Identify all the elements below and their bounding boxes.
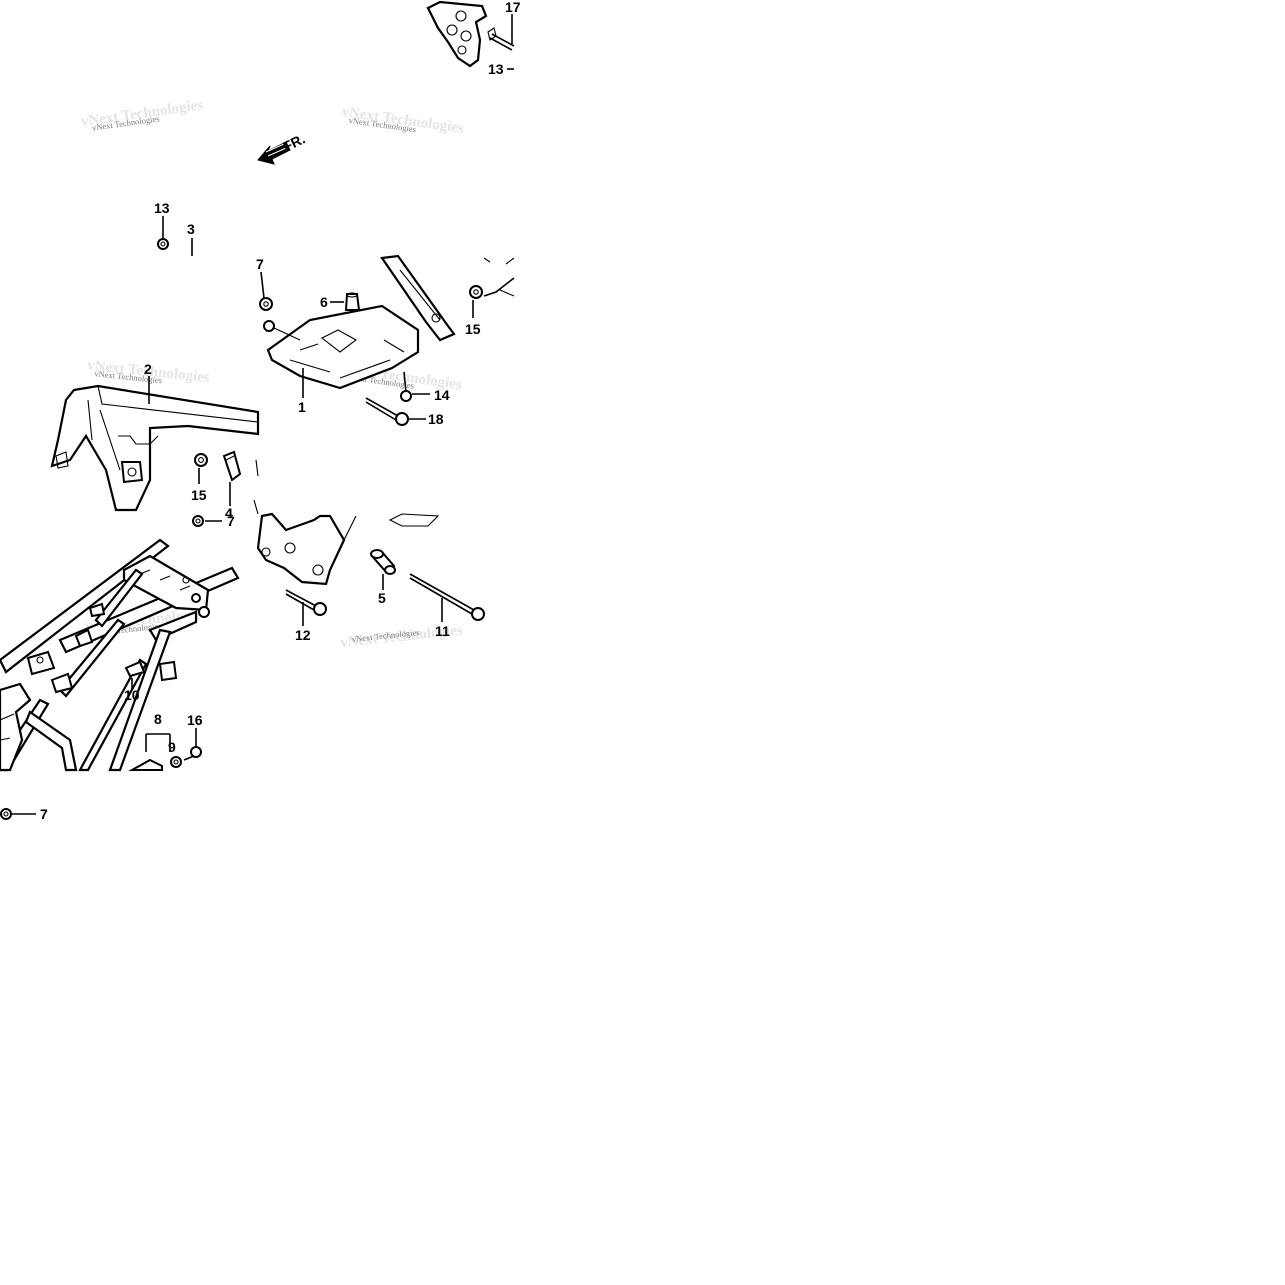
callout-8: 8 — [154, 711, 162, 727]
callout-15-lower: 15 — [191, 487, 207, 503]
pivot-bracket — [256, 512, 440, 586]
collar-6 — [330, 292, 361, 311]
bolt-18 — [365, 397, 426, 426]
nut-7-middle — [192, 515, 222, 527]
rubber-10 — [124, 660, 146, 690]
callout-17: 17 — [505, 0, 521, 15]
callout-1: 1 — [298, 399, 306, 415]
callout-12: 12 — [295, 627, 311, 643]
callout-3: 3 — [187, 221, 195, 237]
bracket-8-9 — [145, 733, 182, 768]
upper-engine-bracket — [426, 0, 515, 68]
pivot-collar-5 — [370, 549, 396, 590]
watermark-1: vNext Technologies vNext Technologies — [80, 97, 204, 133]
nut-7-lower — [0, 808, 36, 820]
edge-fragment — [253, 459, 259, 515]
skid-plate — [266, 304, 420, 390]
callout-9: 9 — [168, 739, 176, 755]
callout-10: 10 — [124, 687, 140, 703]
callout-16: 16 — [187, 712, 203, 728]
callout-15-upper: 15 — [465, 321, 481, 337]
bolt-12 — [285, 589, 327, 626]
callout-4: 4 — [225, 505, 233, 521]
callout-7-lower: 7 — [40, 806, 48, 822]
callout-5: 5 — [378, 590, 386, 606]
bolt-14 — [400, 371, 430, 402]
callout-13: 13 — [154, 200, 170, 216]
callout-11: 11 — [435, 623, 450, 639]
callout-14: 14 — [434, 387, 450, 403]
bracket-4 — [222, 450, 242, 506]
callout-2: 2 — [144, 361, 152, 377]
callout-7-middle: 7 — [227, 513, 235, 529]
nut-15-upper — [469, 257, 515, 318]
callout-13-top: 13 — [488, 61, 504, 77]
callout-18: 18 — [428, 411, 444, 427]
callout-7-upper: 7 — [256, 256, 264, 272]
front-direction-arrow-icon — [257, 141, 291, 165]
main-frame-upper — [50, 384, 260, 512]
bolt-16 — [183, 728, 202, 761]
nut-15-lower — [194, 453, 208, 484]
rear-subframe — [0, 538, 240, 772]
watermark-2: vNext Technologies vNext Technologies — [341, 104, 465, 137]
nut-7-skid — [259, 271, 301, 341]
pivot-bolt-11 — [409, 573, 485, 622]
nut-13 — [157, 216, 169, 250]
callout-6: 6 — [320, 294, 328, 310]
frame-down-tube — [380, 254, 456, 342]
